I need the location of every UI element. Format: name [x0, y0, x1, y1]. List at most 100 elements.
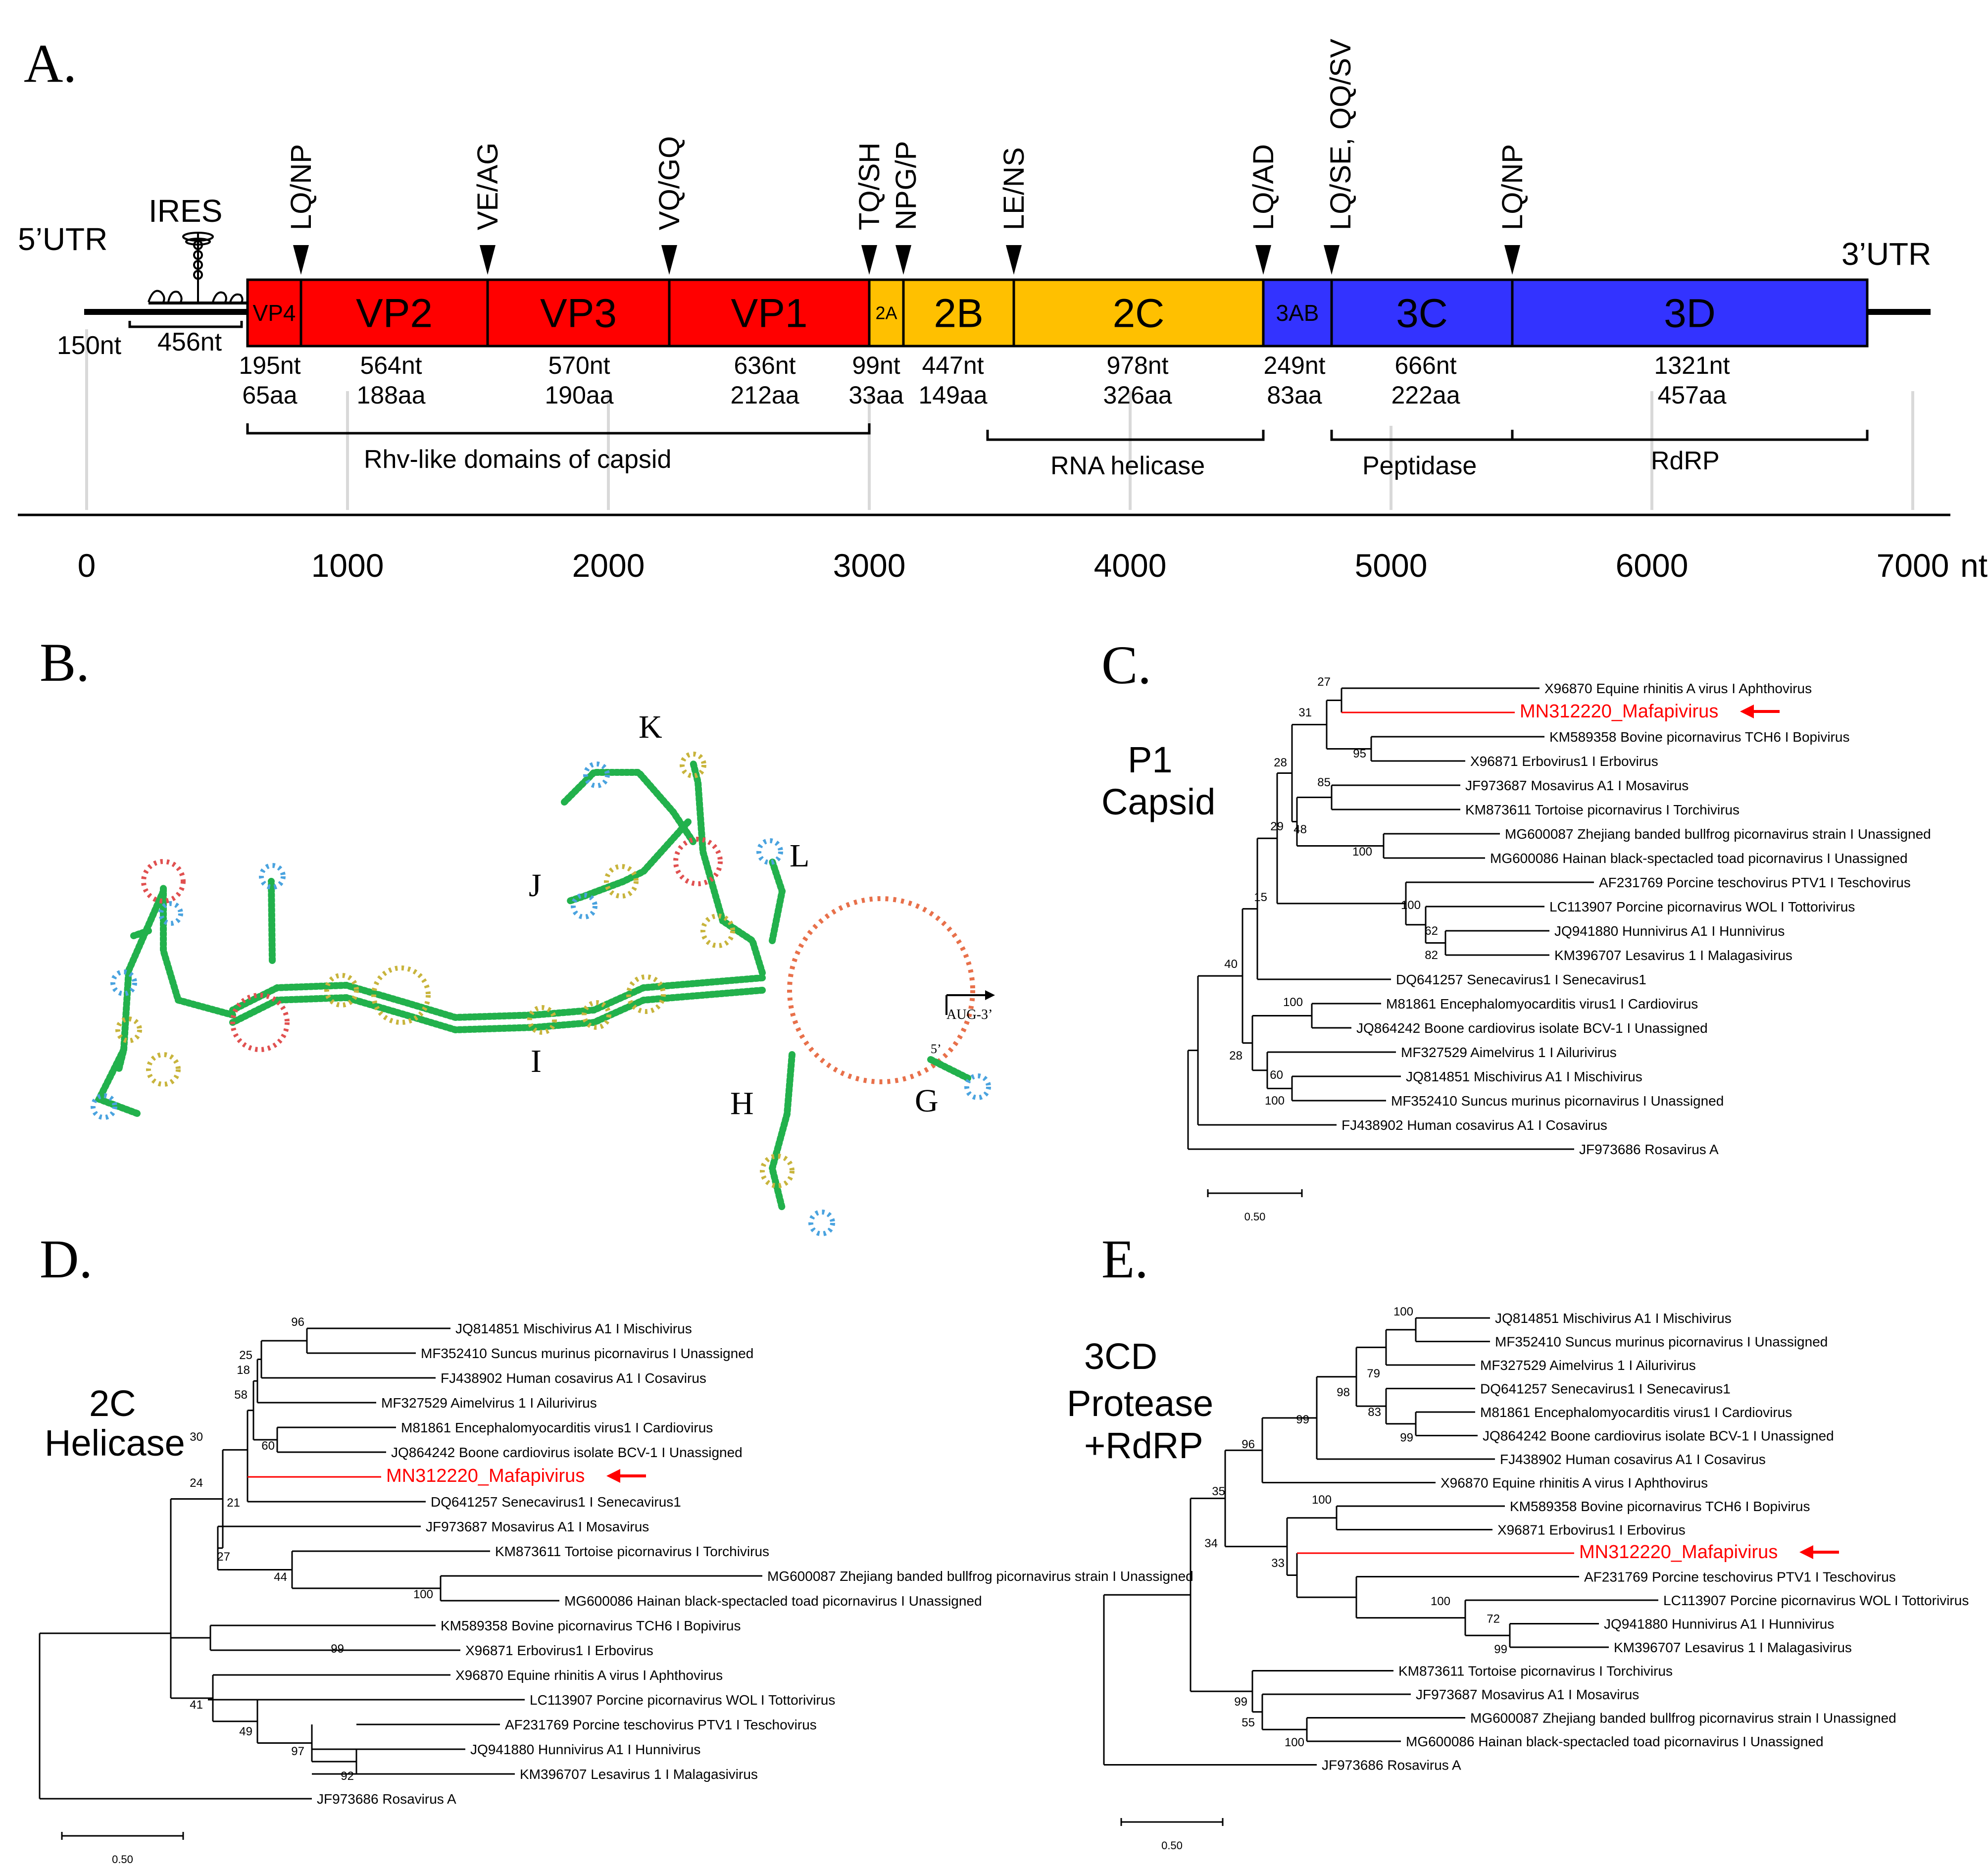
bootstrap-value: 100 [1393, 1305, 1413, 1318]
bootstrap-value: 21 [227, 1496, 240, 1510]
gene-aa-3c: 222aa [1391, 381, 1460, 409]
tree-e: JQ814851 Mischivirus A1 I MischivirusMF3… [1103, 1305, 1969, 1852]
axis-tick-label: 6000 [1616, 547, 1689, 584]
panel-b-ires-secondary-structure: B. [40, 632, 995, 1236]
taxon-label: M81861 Encephalomyocarditis virus1 I Car… [1480, 1405, 1792, 1420]
gene-aa-vp1: 212aa [730, 381, 799, 409]
tree-c: X96870 Equine rhinitis A virus I Aphthov… [1187, 675, 1931, 1223]
panel-d-2c-helicase-tree: D. 2C Helicase JQ814851 Mischivirus A1 I… [39, 1229, 1193, 1866]
bootstrap-value: 100 [1265, 1094, 1285, 1108]
taxon-label: LC113907 Porcine picornavirus WOL I Tott… [530, 1692, 835, 1708]
scale-bar-label: 0.50 [1244, 1211, 1266, 1223]
bootstrap-value: 27 [217, 1550, 230, 1564]
panel-letter-b: B. [40, 632, 90, 693]
taxon-label: MG600086 Hainan black-spectacled toad pi… [1490, 851, 1908, 866]
taxon-label: AF231769 Porcine teschovirus PTV1 I Tesc… [1584, 1569, 1896, 1585]
target-arrowhead [1740, 705, 1754, 718]
cleavage-site-label: LQ/NP [1496, 144, 1529, 230]
bootstrap-value: 98 [1337, 1386, 1350, 1399]
taxon-label: X96870 Equine rhinitis A virus I Aphthov… [1441, 1475, 1708, 1491]
stem-label-g: G [915, 1083, 939, 1119]
bootstrap-value: 31 [1298, 706, 1312, 719]
bootstrap-value: 24 [190, 1476, 203, 1490]
gene-label-vp3: VP3 [540, 291, 617, 336]
axis-tick-label: 2000 [572, 547, 645, 584]
domain-peptidase: Peptidase [1362, 452, 1477, 480]
taxon-label: JF973686 Rosavirus A [317, 1791, 456, 1807]
taxon-label: KM589358 Bovine picornavirus TCH6 I Bopi… [1510, 1499, 1810, 1514]
gene-block-vp3 [486, 278, 671, 348]
bootstrap-value: 92 [341, 1770, 354, 1783]
axis-tick-label: 4000 [1094, 547, 1167, 584]
taxon-label: KM873611 Tortoise picornavirus I Torchiv… [1465, 802, 1740, 817]
gene-label-2a: 2A [875, 303, 897, 323]
ires-length: 456nt [157, 328, 222, 356]
domain-capsid: Rhv-like domains of capsid [364, 445, 671, 474]
gene-label-2c: 2C [1113, 291, 1165, 336]
taxon-label: JQ864242 Boone cardiovirus isolate BCV-1… [1356, 1020, 1708, 1036]
rna-loops [91, 752, 991, 1236]
gene-nt-3c: 666nt [1394, 352, 1456, 379]
target-taxon-label: MN312220_Mafapivirus [1520, 701, 1718, 722]
domain-helicase: RNA helicase [1050, 452, 1205, 480]
gene-blocks: VP4195nt65aaVP2564nt188aaVP3570nt190aaVP… [239, 278, 1869, 409]
bootstrap-value: 55 [1242, 1716, 1255, 1729]
bootstrap-value: 29 [1270, 820, 1284, 833]
taxon-label: FJ438902 Human cosavirus A1 I Cosavirus [441, 1370, 706, 1386]
gene-aa-3d: 457aa [1657, 381, 1726, 409]
axis-unit: nt [1960, 547, 1988, 584]
gene-block-3c [1330, 278, 1514, 348]
gene-block-vp1 [668, 278, 871, 348]
gene-aa-2b: 149aa [918, 381, 987, 409]
bootstrap-value: 85 [1317, 776, 1331, 789]
gene-aa-vp2: 188aa [356, 381, 425, 409]
tree-c-title-1: P1 [1128, 739, 1173, 780]
gene-aa-vp3: 190aa [545, 381, 613, 409]
taxon-label: KM589358 Bovine picornavirus TCH6 I Bopi… [1549, 729, 1849, 745]
cleavage-site-label: TQ/SH [853, 143, 886, 230]
bootstrap-value: 15 [1254, 891, 1267, 904]
bootstrap-value: 72 [1487, 1613, 1500, 1626]
cleavage-arrow [480, 245, 496, 275]
bootstrap-value: 60 [1270, 1068, 1283, 1082]
stem-label-k: K [639, 709, 662, 745]
scale-bar-label: 0.50 [112, 1853, 133, 1866]
bootstrap-value: 25 [239, 1349, 252, 1362]
taxon-label: JQ814851 Mischivirus A1 I Mischivirus [1495, 1311, 1732, 1326]
taxon-label: KM873611 Tortoise picornavirus I Torchiv… [495, 1544, 769, 1559]
bootstrap-value: 95 [1353, 747, 1366, 760]
bootstrap-value: 62 [1425, 924, 1438, 938]
aug-label: AUG-3’ [946, 1007, 993, 1022]
cleavage-site-label: LQ/NP [285, 144, 317, 230]
taxon-label: MF327529 Aimelvirus 1 I Ailurivirus [381, 1395, 597, 1411]
taxon-label: JF973686 Rosavirus A [1579, 1142, 1719, 1157]
bootstrap-value: 96 [1242, 1438, 1255, 1451]
five-prime-label: 5’ [931, 1042, 942, 1056]
tree-e-title-3: +RdRP [1084, 1425, 1203, 1466]
taxon-label: JQ864242 Boone cardiovirus isolate BCV-1… [391, 1445, 743, 1460]
bootstrap-value: 40 [1224, 958, 1238, 971]
ires-structure-icon [148, 232, 248, 304]
taxon-label: FJ438902 Human cosavirus A1 I Cosavirus [1500, 1452, 1766, 1467]
cleavage-site-label: LE/NS [998, 147, 1030, 230]
gene-block-3ab [1262, 278, 1333, 348]
gene-label-vp2: VP2 [356, 291, 433, 336]
bootstrap-value: 99 [1494, 1643, 1507, 1656]
cleavage-arrow [661, 245, 677, 275]
bootstrap-value: 28 [1229, 1049, 1242, 1062]
gene-nt-2b: 447nt [922, 352, 984, 379]
target-taxon-label: MN312220_Mafapivirus [1579, 1542, 1778, 1563]
tree-d-title-1: 2C [89, 1383, 136, 1424]
taxon-label: KM396707 Lesavirus 1 I Malagasivirus [1554, 948, 1792, 963]
taxon-label: MF327529 Aimelvirus 1 I Ailurivirus [1480, 1358, 1696, 1373]
bootstrap-value: 100 [413, 1588, 433, 1601]
taxon-label: MG600087 Zhejiang banded bullfrog picorn… [1470, 1711, 1896, 1726]
target-arrowhead [1799, 1545, 1813, 1559]
panel-letter-d: D. [40, 1229, 93, 1289]
tree-c-title-2: Capsid [1101, 781, 1215, 822]
bootstrap-value: 30 [190, 1430, 203, 1444]
taxon-label: X96870 Equine rhinitis A virus I Aphthov… [455, 1668, 723, 1683]
bootstrap-value: 99 [1234, 1695, 1247, 1709]
gene-nt-vp2: 564nt [360, 352, 422, 379]
